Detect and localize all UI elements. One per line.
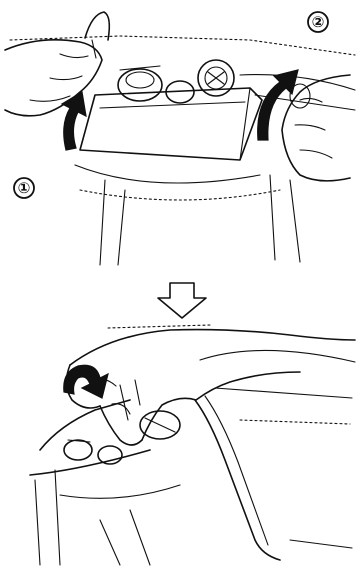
lid: [80, 88, 262, 160]
latch: [64, 411, 180, 464]
step-label-1: ①: [14, 178, 34, 198]
down-arrow-icon: [158, 283, 206, 318]
top-panel: ① ②: [5, 12, 355, 265]
step-label-2-text: ②: [312, 13, 325, 31]
curved-down-arrow-icon: [64, 365, 108, 398]
curved-up-arrow-icon-right: [258, 70, 298, 140]
step-label-2: ②: [308, 12, 328, 32]
guide-lines: [108, 325, 355, 424]
housing: [30, 396, 352, 565]
mechanism: [118, 60, 234, 103]
bottom-panel: [30, 325, 355, 565]
step-label-1-text: ①: [18, 179, 31, 197]
